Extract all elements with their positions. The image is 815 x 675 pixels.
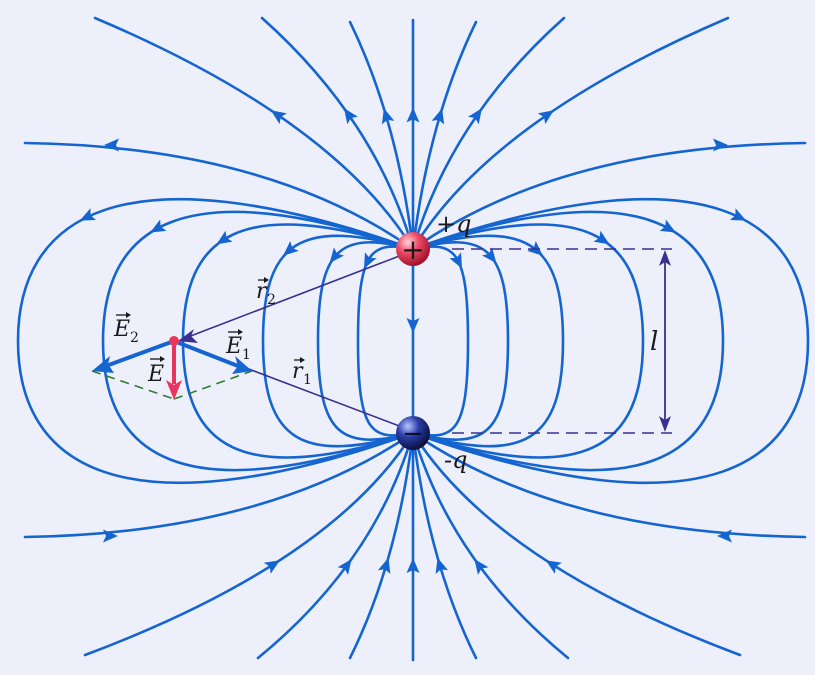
field-line-arrow bbox=[659, 219, 676, 233]
field-line-arrow bbox=[270, 110, 287, 125]
field-line-loop bbox=[356, 245, 415, 437]
field-line bbox=[411, 141, 807, 251]
field-line-arrow bbox=[283, 241, 299, 256]
label-r1: r 1 bbox=[292, 357, 312, 388]
field-lines bbox=[16, 16, 810, 662]
field-line bbox=[256, 431, 415, 660]
field-line bbox=[348, 20, 415, 251]
positive-charge: + +q bbox=[396, 210, 471, 266]
field-line bbox=[411, 431, 742, 657]
E2-vector-line bbox=[105, 339, 175, 368]
svg-text:1: 1 bbox=[303, 372, 312, 388]
negative-charge: − -q bbox=[396, 416, 467, 474]
field-line-loop bbox=[411, 234, 565, 448]
field-line bbox=[411, 431, 807, 539]
svg-text:E: E bbox=[147, 362, 164, 387]
svg-text:2: 2 bbox=[267, 292, 276, 308]
E1-vector-head bbox=[232, 356, 252, 374]
field-vectors bbox=[92, 336, 252, 400]
field-point-marker bbox=[169, 336, 179, 346]
field-line-loop bbox=[101, 210, 415, 472]
field-line-arrow bbox=[729, 208, 747, 221]
field-line-arrow bbox=[79, 208, 97, 221]
field-line-arrow bbox=[216, 230, 233, 245]
separation-label: l bbox=[650, 327, 658, 357]
svg-text:2: 2 bbox=[130, 330, 139, 346]
positive-charge-label: +q bbox=[436, 210, 471, 238]
field-line-arrow bbox=[545, 560, 562, 574]
field-line-loop bbox=[316, 241, 415, 441]
plus-sign: + bbox=[401, 233, 424, 266]
field-line-arrow bbox=[593, 230, 610, 245]
label-E: E bbox=[147, 356, 165, 387]
field-line bbox=[83, 431, 415, 657]
field-line-loop bbox=[411, 197, 810, 485]
field-line-arrow bbox=[364, 252, 377, 269]
field-line-arrow bbox=[435, 557, 449, 574]
field-line-arrow bbox=[449, 252, 462, 269]
field-line-arrow bbox=[713, 138, 728, 152]
field-line-loop bbox=[411, 223, 645, 459]
svg-text:1: 1 bbox=[242, 347, 251, 363]
negative-charge-sphere bbox=[396, 416, 430, 450]
field-line-arrow bbox=[431, 108, 445, 125]
svg-text:E: E bbox=[225, 334, 242, 359]
field-line bbox=[23, 141, 415, 251]
dimension-arrowhead-bottom bbox=[659, 416, 671, 432]
field-line-arrow bbox=[263, 560, 280, 574]
field-line-arrow bbox=[377, 557, 391, 574]
label-r2: r 2 bbox=[256, 277, 276, 308]
field-line-loop bbox=[261, 234, 415, 448]
field-line-arrow bbox=[150, 219, 167, 233]
E1-vector-line bbox=[173, 339, 239, 368]
vector-labels: E 2 E E 1 r 2 r 1 bbox=[113, 277, 312, 388]
field-line-loop bbox=[181, 223, 415, 459]
field-line bbox=[23, 431, 415, 539]
field-line-arrow bbox=[104, 138, 119, 152]
label-E2: E 2 bbox=[113, 312, 139, 346]
svg-text:r: r bbox=[256, 279, 268, 304]
field-line-loop bbox=[411, 245, 470, 437]
field-line-arrow bbox=[717, 529, 732, 543]
field-line bbox=[411, 16, 566, 251]
field-line-arrow bbox=[329, 247, 345, 264]
negative-charge-label: -q bbox=[444, 446, 467, 474]
r2-vector-line bbox=[187, 254, 403, 338]
field-line-loop bbox=[411, 241, 510, 441]
field-line-arrow bbox=[406, 318, 420, 333]
E2-vector-head bbox=[92, 356, 114, 373]
minus-sign: − bbox=[402, 419, 424, 449]
field-line-arrow bbox=[344, 108, 358, 125]
field-line-arrow bbox=[468, 108, 482, 125]
dimension-arrowhead-top bbox=[659, 250, 671, 266]
field-line bbox=[411, 431, 478, 660]
field-line-arrow bbox=[381, 108, 395, 125]
field-line bbox=[411, 16, 730, 251]
resultant-E-vector-head bbox=[166, 380, 182, 400]
position-vectors bbox=[178, 254, 403, 428]
field-line bbox=[93, 16, 415, 251]
field-line-arrow bbox=[537, 110, 554, 125]
field-line-arrow bbox=[337, 558, 352, 575]
field-line-arrow bbox=[406, 107, 420, 123]
r2-vector-head bbox=[178, 329, 198, 343]
svg-text:r: r bbox=[292, 359, 304, 384]
field-line-loop bbox=[411, 210, 725, 472]
label-E1: E 1 bbox=[225, 329, 251, 363]
field-line-arrow bbox=[103, 529, 118, 543]
field-line bbox=[411, 431, 570, 660]
field-line-arrow bbox=[406, 558, 420, 574]
svg-text:E: E bbox=[113, 317, 130, 342]
field-line-loop bbox=[16, 197, 415, 485]
field-line bbox=[260, 16, 415, 251]
positive-charge-sphere bbox=[396, 232, 430, 266]
field-line bbox=[348, 431, 415, 660]
separation-dimension: l bbox=[452, 248, 672, 434]
field-line bbox=[411, 20, 478, 251]
field-line-arrow bbox=[481, 247, 497, 264]
field-line-arrow bbox=[474, 558, 489, 575]
